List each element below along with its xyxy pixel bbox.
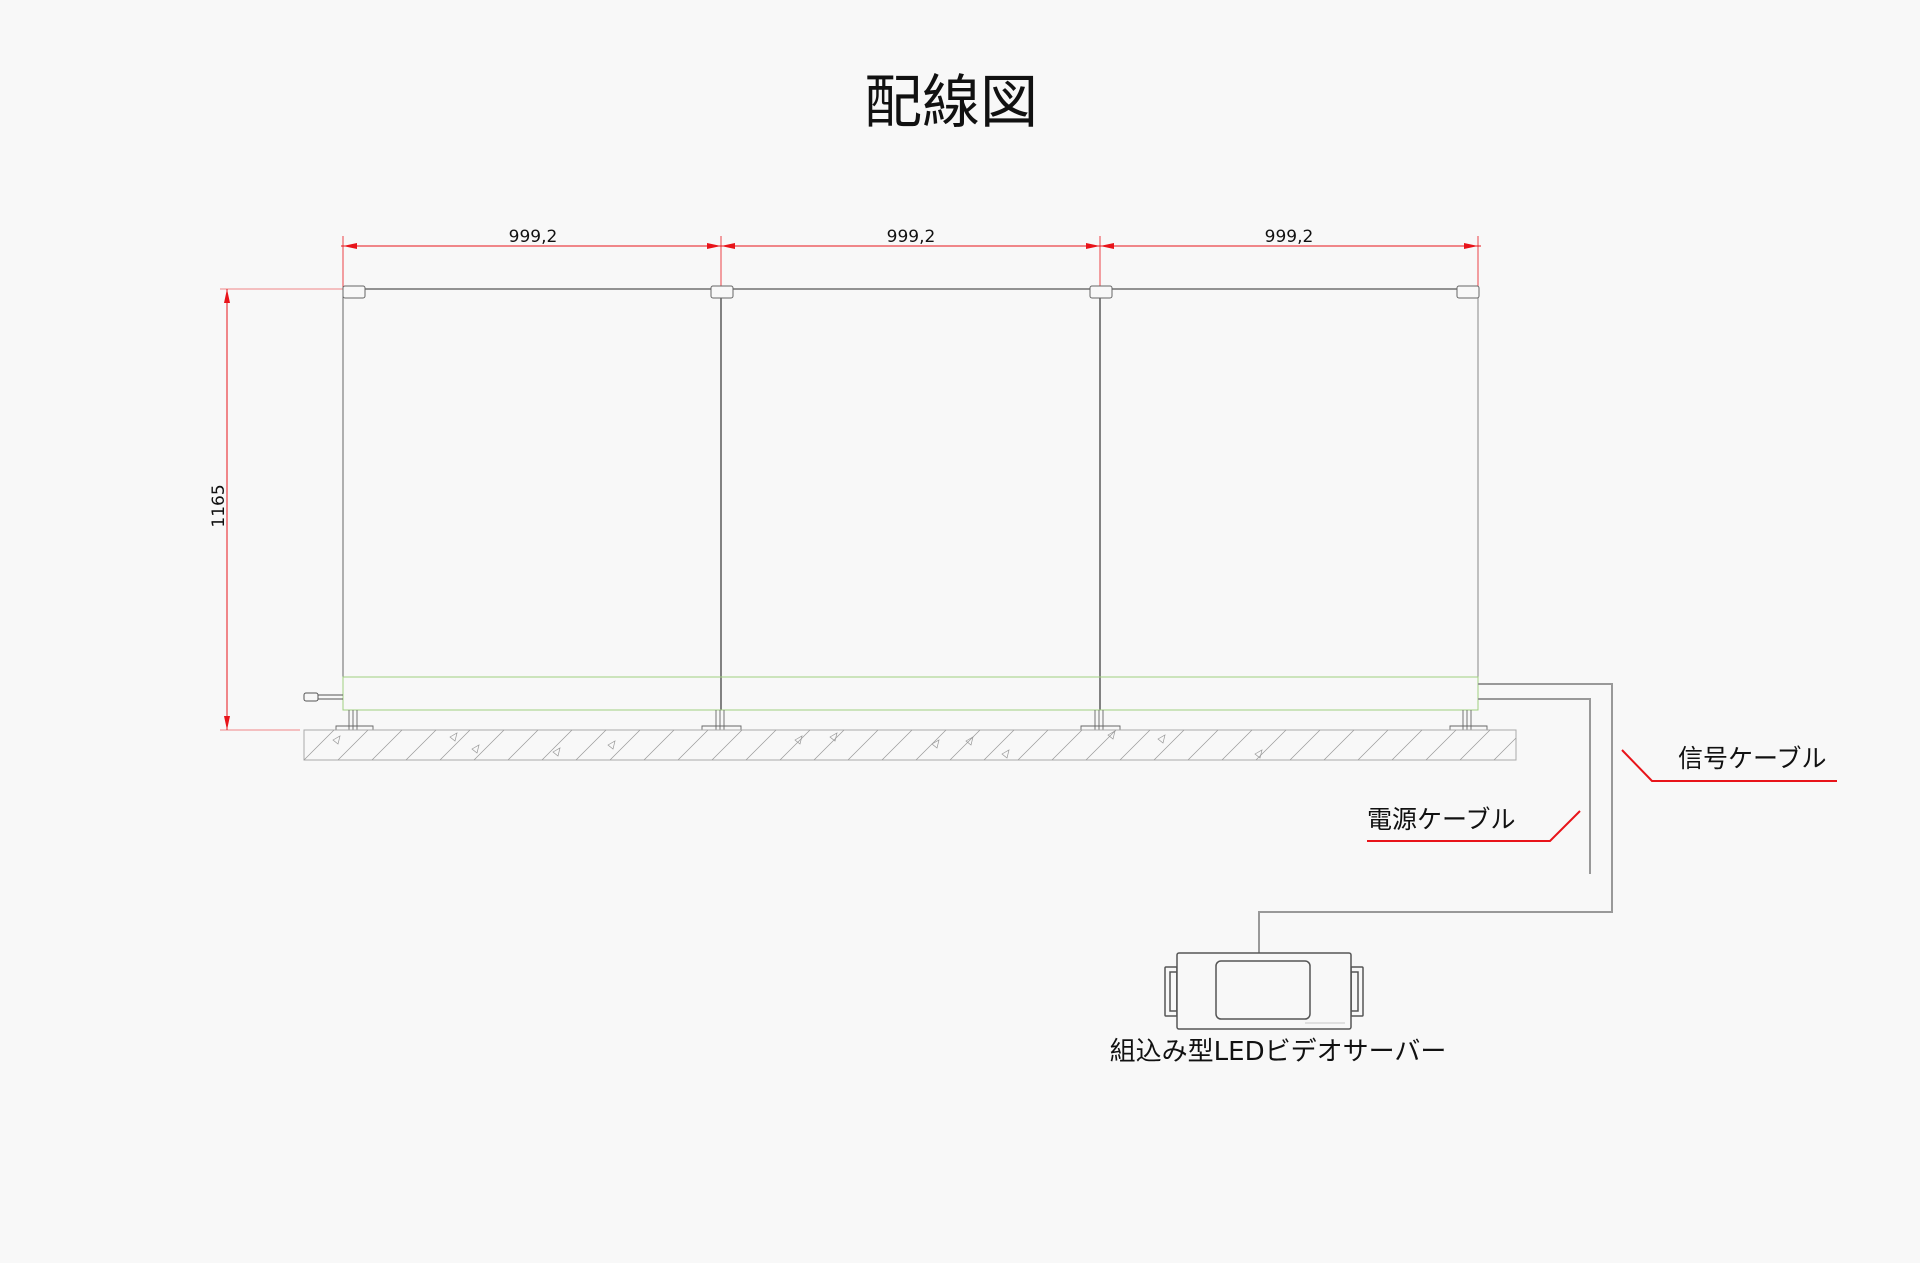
led-panels <box>303 285 1488 730</box>
hatch-line <box>779 729 811 761</box>
signal-cable-label: 信号ケーブル <box>1678 744 1827 773</box>
hatch-line <box>1051 729 1083 761</box>
dimension-width-2: 999,2 <box>887 227 936 247</box>
hatch-line <box>1459 729 1491 761</box>
dimension-width-3: 999,2 <box>1265 227 1314 247</box>
floor-slab <box>303 729 1517 761</box>
hatch-line <box>473 729 505 761</box>
hatch-line <box>1323 729 1355 761</box>
hatch-line <box>1357 729 1389 761</box>
server-label: 組込み型LEDビデオサーバー <box>1110 1037 1447 1067</box>
hatch-line <box>1289 729 1321 761</box>
width-dimensions <box>341 236 1481 296</box>
aggregate-mark <box>1001 749 1010 759</box>
hatch-line <box>337 729 369 761</box>
hatch-line <box>677 729 709 761</box>
hatch-line <box>847 729 879 761</box>
hatch-line <box>1425 729 1457 761</box>
hatch-line <box>983 729 1015 761</box>
aggregate-mark <box>449 732 458 742</box>
hatch-line <box>1119 729 1151 761</box>
hatch-line <box>949 729 981 761</box>
hatch-line <box>1017 729 1049 761</box>
hatch-line <box>439 729 471 761</box>
hatch-line <box>1187 729 1219 761</box>
hatch-line <box>745 729 777 761</box>
aggregate-mark <box>552 747 561 757</box>
dimension-width-1: 999,2 <box>509 227 558 247</box>
signal-cable-leader <box>1621 749 1837 782</box>
aggregate-mark <box>931 739 940 749</box>
aggregate-mark <box>1107 730 1116 740</box>
hatch-line <box>507 729 539 761</box>
power-cable-leader <box>1367 810 1581 842</box>
hatch-line <box>1493 737 1517 761</box>
hatch-line <box>371 729 403 761</box>
aggregate-mark <box>332 735 341 745</box>
hatch-line <box>1085 729 1117 761</box>
aggregate-mark <box>607 740 616 750</box>
led-video-server <box>1164 952 1364 1030</box>
dimension-height: 1165 <box>209 484 229 527</box>
page-title: 配線図 <box>864 68 1038 136</box>
aggregate-mark <box>1254 749 1263 759</box>
height-dimension <box>220 288 343 731</box>
hatch-line <box>643 729 675 761</box>
aggregate-mark <box>794 735 803 745</box>
power-cable <box>1478 698 1591 874</box>
aggregate-mark <box>1157 734 1166 744</box>
hatch-line <box>881 729 913 761</box>
aggregate-mark <box>471 744 480 754</box>
hatch-line <box>405 729 437 761</box>
hatch-line <box>915 729 947 761</box>
power-cable-label: 電源ケーブル <box>1367 805 1516 834</box>
hatch-line <box>1153 729 1185 761</box>
aggregate-mark <box>965 736 974 746</box>
hatch-line <box>609 729 641 761</box>
hatch-line <box>1391 729 1423 761</box>
aggregate-mark <box>829 732 838 742</box>
hatch-line <box>813 729 845 761</box>
hatch-line <box>711 729 743 761</box>
hatch-line <box>303 729 335 761</box>
signal-cable <box>1258 683 1613 953</box>
hatch-line <box>1221 729 1253 761</box>
hatch-line <box>541 729 573 761</box>
hatch-line <box>575 729 607 761</box>
